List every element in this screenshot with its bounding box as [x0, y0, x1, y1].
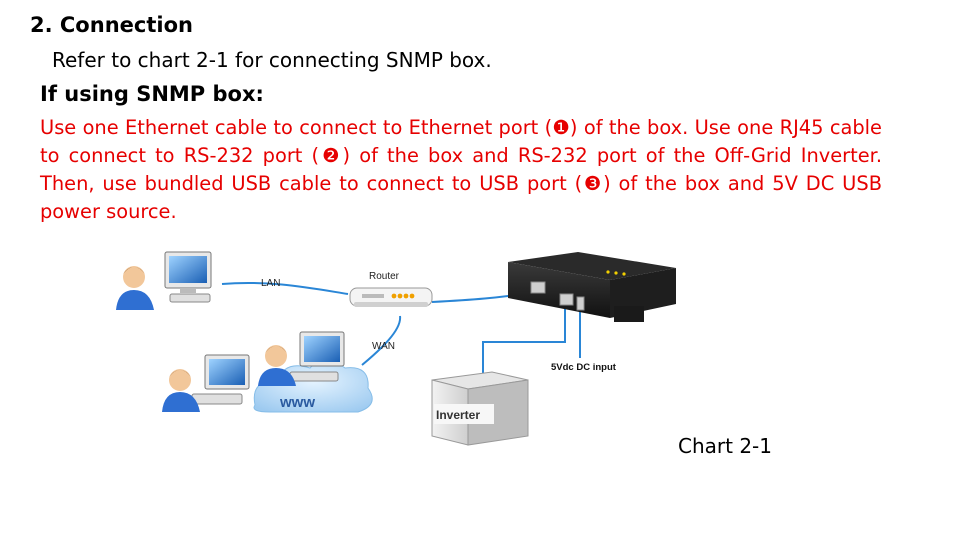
intro-text: Refer to chart 2-1 for connecting SNMP b… [52, 48, 492, 72]
section-heading: 2. Connection [30, 13, 193, 37]
connection-diagram: LAN Router WAN 5Vdc DC input Inverter [116, 251, 676, 446]
user-pc-center [258, 331, 345, 386]
user-head [265, 345, 287, 367]
wan-label: WAN [372, 341, 395, 352]
router: Router [349, 271, 433, 307]
dc-input-label: 5Vdc DC input [551, 362, 617, 373]
lan-label: LAN [261, 278, 280, 289]
snmp-box [508, 252, 676, 322]
instruction-paragraph: Use one Ethernet cable to connect to Eth… [40, 114, 882, 226]
instruction-text: Use one Ethernet cable to connect to Eth… [40, 116, 882, 223]
user-body [258, 368, 296, 386]
user-body [162, 392, 200, 412]
router-label: Router [369, 271, 400, 282]
wan-cable [361, 315, 402, 366]
user-pc-bottom [162, 354, 250, 412]
keyboard [169, 293, 211, 303]
inverter-label: Inverter [436, 408, 480, 422]
user-head [123, 266, 145, 288]
usb-port [576, 296, 585, 311]
lan-cable [221, 281, 349, 295]
ethernet-port [530, 281, 546, 294]
inverter: Inverter [431, 371, 529, 446]
user-pc-left [116, 251, 212, 310]
subheading: If using SNMP box: [40, 82, 264, 106]
chart-caption: Chart 2-1 [678, 434, 772, 458]
user-head [169, 369, 191, 391]
rs232-cable [482, 305, 566, 380]
user-body [116, 290, 154, 310]
www-label: www [279, 394, 315, 411]
rs232-port [559, 293, 574, 306]
